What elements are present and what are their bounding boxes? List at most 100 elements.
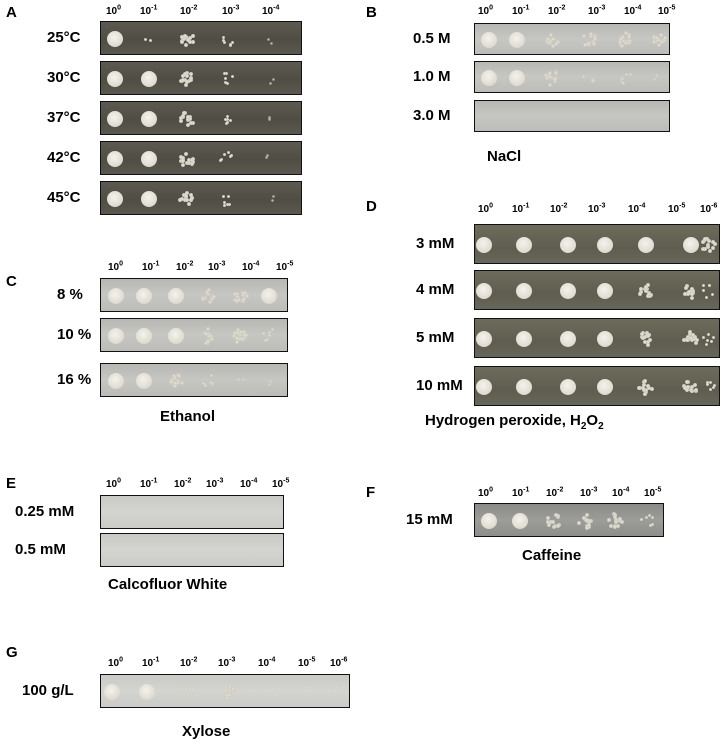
colony-spot xyxy=(639,287,644,292)
colony-spot xyxy=(577,520,582,525)
dilution-label: 10-5 xyxy=(658,4,676,17)
colony-spot xyxy=(180,156,185,161)
colony-spot xyxy=(560,331,576,347)
colony-spot xyxy=(617,40,622,44)
dilution-exponent: -5 xyxy=(669,4,676,12)
caption-text-suffix: O xyxy=(586,412,599,429)
dilution-exponent: 0 xyxy=(489,202,494,210)
colony-spot xyxy=(335,686,339,690)
dilution-exponent: -3 xyxy=(217,477,224,485)
colony-spot xyxy=(182,71,187,76)
colony-spot xyxy=(222,201,226,205)
colony-spot xyxy=(241,299,245,304)
colony-spot xyxy=(264,156,268,160)
colony-spot xyxy=(686,334,691,339)
colony-spot xyxy=(707,332,711,336)
colony-spot xyxy=(264,690,268,694)
panel-caption: Caffeine xyxy=(522,547,581,564)
colony-spot xyxy=(242,330,247,335)
colony-spot xyxy=(269,42,273,46)
colony-spot xyxy=(691,332,696,337)
colony-spot xyxy=(685,384,690,389)
colony-spot xyxy=(241,290,246,295)
condition-label: 10 mM xyxy=(416,377,463,394)
condition-label: 45°C xyxy=(47,189,81,206)
dilution-exponent: -1 xyxy=(153,656,160,664)
colony-spot xyxy=(182,77,187,82)
colony-spot xyxy=(476,283,492,299)
colony-spot xyxy=(234,298,239,303)
colony-spot xyxy=(240,336,245,341)
colony-spot xyxy=(189,121,194,126)
dilution-exponent: -4 xyxy=(253,260,260,268)
colony-spot xyxy=(232,330,237,335)
colony-spot xyxy=(663,36,668,41)
colony-spot xyxy=(643,334,648,339)
colony-spot xyxy=(180,114,185,119)
dilution-label: 100 xyxy=(478,202,494,215)
agar-plate-row xyxy=(100,318,288,352)
colony-spot xyxy=(244,332,249,337)
panel-letter: A xyxy=(6,4,17,21)
agar-plate-row xyxy=(474,100,670,132)
colony-spot xyxy=(188,40,193,45)
colony-spot xyxy=(219,690,224,695)
colony-spot xyxy=(141,71,157,87)
dilution-exponent: -5 xyxy=(679,202,686,210)
dilution-exponent: -4 xyxy=(273,4,280,12)
colony-spot xyxy=(204,332,209,337)
colony-spot xyxy=(261,332,265,336)
colony-spot xyxy=(712,335,716,339)
condition-label: 4 mM xyxy=(416,281,455,298)
colony-spot xyxy=(650,387,655,392)
colony-spot xyxy=(550,43,555,48)
colony-spot xyxy=(191,34,196,39)
dilution-exponent: -1 xyxy=(523,4,530,12)
dilution-label: 10-2 xyxy=(180,656,198,669)
colony-spot xyxy=(269,380,273,384)
colony-spot xyxy=(551,525,556,530)
colony-spot xyxy=(708,388,712,392)
colony-spot xyxy=(181,37,186,42)
colony-spot xyxy=(644,284,649,289)
colony-spot xyxy=(308,686,312,690)
colony-spot xyxy=(189,692,193,696)
panel-letter: D xyxy=(366,198,377,215)
dilution-label: 100 xyxy=(478,4,494,17)
colony-spot xyxy=(689,295,694,300)
panel-caption: Ethanol xyxy=(160,408,215,425)
dilution-label: 10-4 xyxy=(262,4,280,17)
colony-spot xyxy=(640,518,644,522)
condition-label: 25°C xyxy=(47,29,81,46)
panel-caption: Hydrogen peroxide, H2O2 xyxy=(425,412,604,432)
dilution-label: 10-1 xyxy=(140,477,158,490)
colony-spot xyxy=(710,239,715,244)
colony-spot xyxy=(184,197,189,202)
colony-spot xyxy=(172,376,177,381)
dilution-exponent: -6 xyxy=(341,656,348,664)
colony-spot xyxy=(229,42,232,46)
colony-spot xyxy=(581,75,585,79)
colony-spot xyxy=(555,523,560,528)
colony-spot xyxy=(107,111,123,127)
colony-spot xyxy=(624,31,629,36)
colony-spot xyxy=(550,37,555,42)
colony-spot xyxy=(548,519,553,524)
colony-spot xyxy=(189,192,194,197)
colony-spot xyxy=(509,70,525,86)
condition-label: 30°C xyxy=(47,69,81,86)
colony-spot xyxy=(547,523,552,528)
dilution-label: 10-3 xyxy=(208,260,226,273)
colony-spot xyxy=(652,77,656,81)
colony-spot xyxy=(185,38,190,43)
colony-spot xyxy=(218,159,222,163)
dilution-label: 10-2 xyxy=(176,260,194,273)
colony-spot xyxy=(204,383,208,387)
colony-spot xyxy=(178,198,183,203)
colony-spot xyxy=(686,290,691,295)
dilution-exponent: -2 xyxy=(191,656,198,664)
agar-plate-row xyxy=(100,21,302,55)
agar-plate-row xyxy=(100,101,302,135)
colony-spot xyxy=(200,296,205,301)
colony-spot xyxy=(660,40,665,45)
